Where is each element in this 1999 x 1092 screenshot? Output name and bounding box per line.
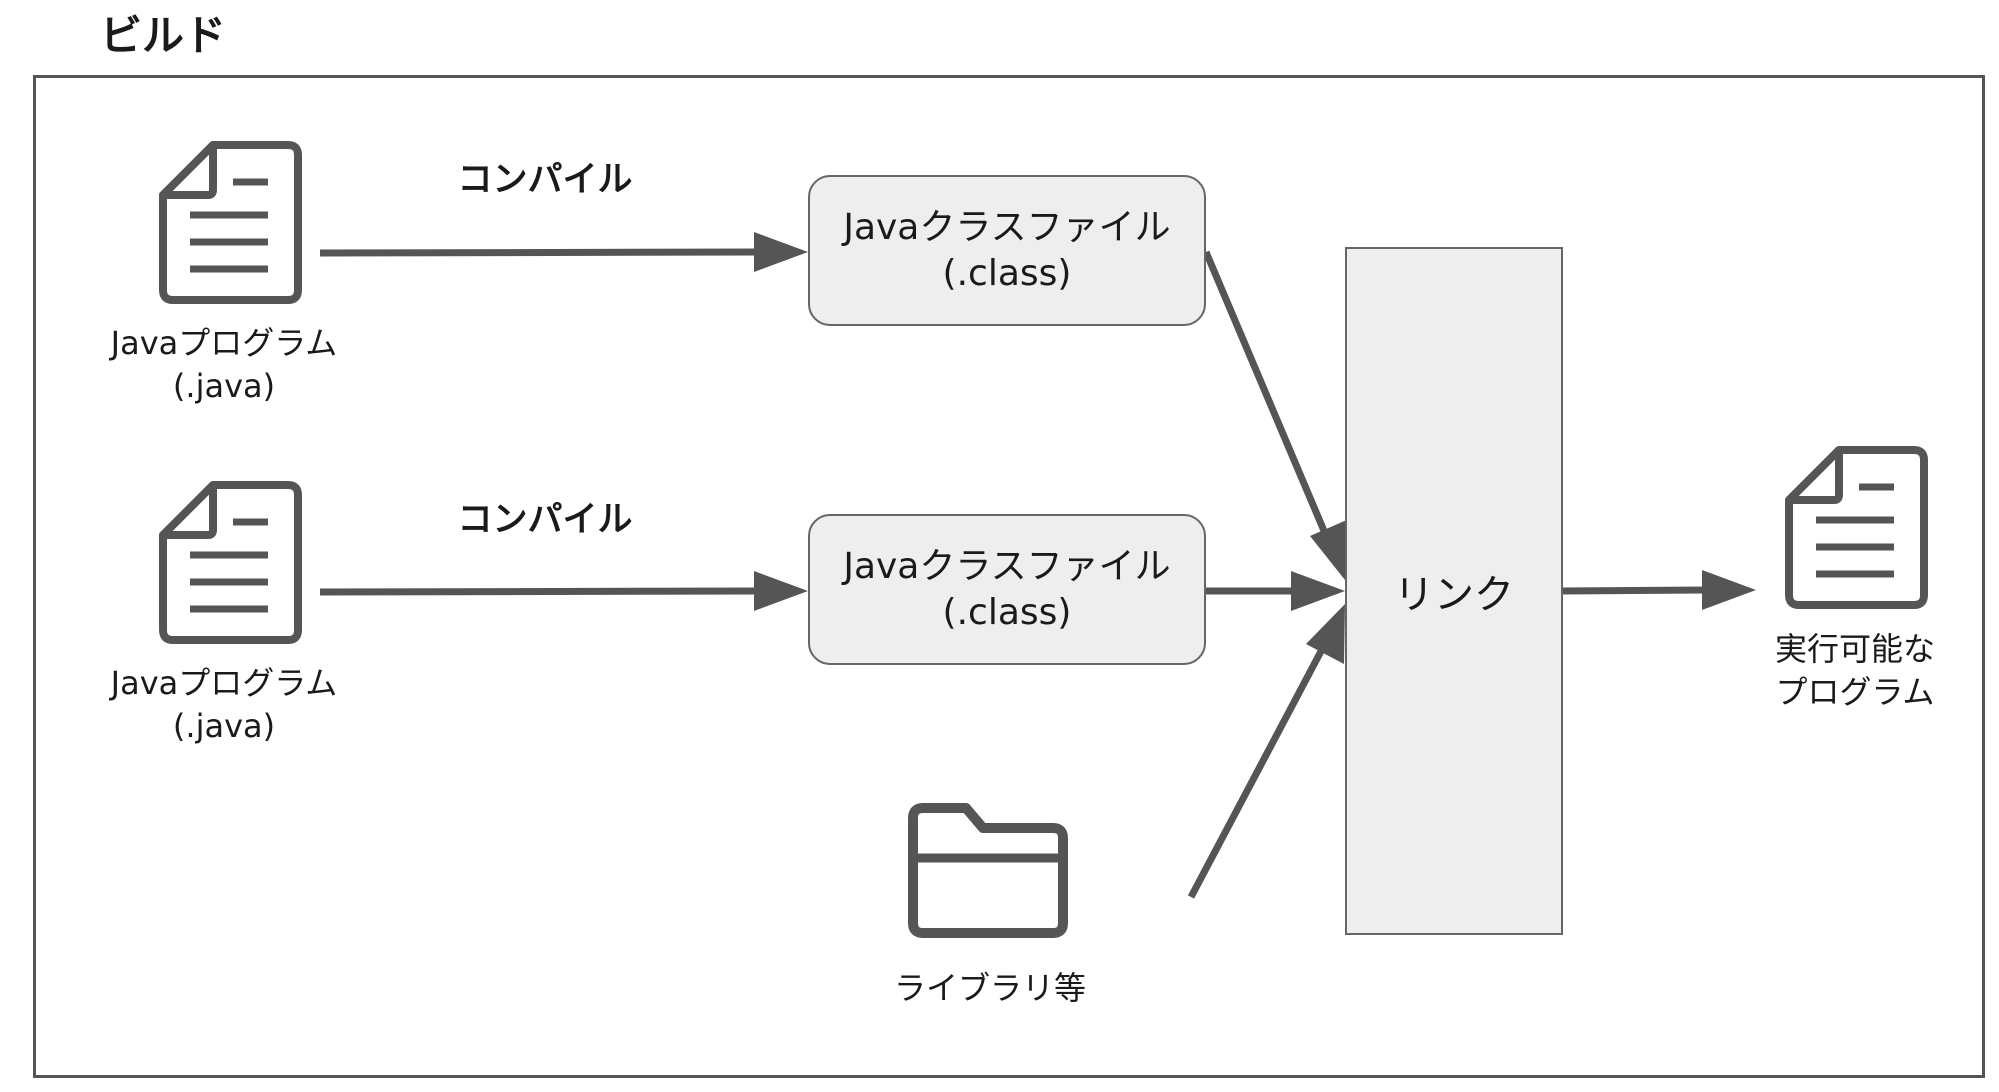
- build-frame: [33, 75, 1985, 1078]
- library-to-link-arrow: [1187, 636, 1332, 899]
- link-to-output-arrowhead: [1702, 570, 1756, 610]
- class-file-name: Javaクラスファイル: [843, 206, 1171, 248]
- java-program-ext: (.java): [172, 707, 276, 745]
- java-program-label-2: Javaプログラム (.java): [74, 662, 374, 748]
- executable-label-line2: プログラム: [1775, 673, 1935, 711]
- folder-icon: [908, 803, 1068, 938]
- diagram-title: ビルド: [100, 11, 227, 60]
- class-to-link-arrowhead-2: [1291, 571, 1345, 611]
- java-program-ext: (.java): [172, 367, 276, 405]
- compile-arrowhead-1: [754, 232, 808, 272]
- compile-arrow-1: [319, 248, 761, 257]
- compile-label-2: コンパイル: [457, 500, 633, 540]
- java-program-name: Javaプログラム: [110, 664, 338, 702]
- library-to-link-arrowhead: [1306, 604, 1345, 664]
- java-program-label-1: Javaプログラム (.java): [74, 322, 374, 408]
- class-file-box-1: Javaクラスファイル (.class): [808, 175, 1206, 326]
- link-to-output-arrow: [1562, 586, 1707, 595]
- class-file-ext: (.class): [942, 591, 1072, 633]
- class-to-link-arrowhead-1: [1310, 519, 1349, 580]
- compile-label-1: コンパイル: [457, 160, 633, 200]
- library-label: ライブラリ等: [893, 969, 1086, 1007]
- class-file-ext: (.class): [942, 252, 1072, 294]
- document-icon: [159, 481, 302, 644]
- link-box: リンク: [1345, 247, 1563, 935]
- compile-arrow-2: [319, 587, 761, 596]
- executable-label-line1: 実行可能な: [1774, 630, 1935, 668]
- executable-label: 実行可能な プログラム: [1705, 628, 1999, 714]
- class-to-link-arrow-1: [1202, 250, 1334, 547]
- class-file-box-2: Javaクラスファイル (.class): [808, 514, 1206, 665]
- class-file-name: Javaクラスファイル: [843, 545, 1171, 587]
- compile-arrowhead-2: [754, 571, 808, 611]
- document-icon: [1785, 446, 1928, 609]
- link-label: リンク: [1394, 572, 1514, 618]
- document-icon: [159, 141, 302, 304]
- java-program-name: Javaプログラム: [110, 324, 338, 362]
